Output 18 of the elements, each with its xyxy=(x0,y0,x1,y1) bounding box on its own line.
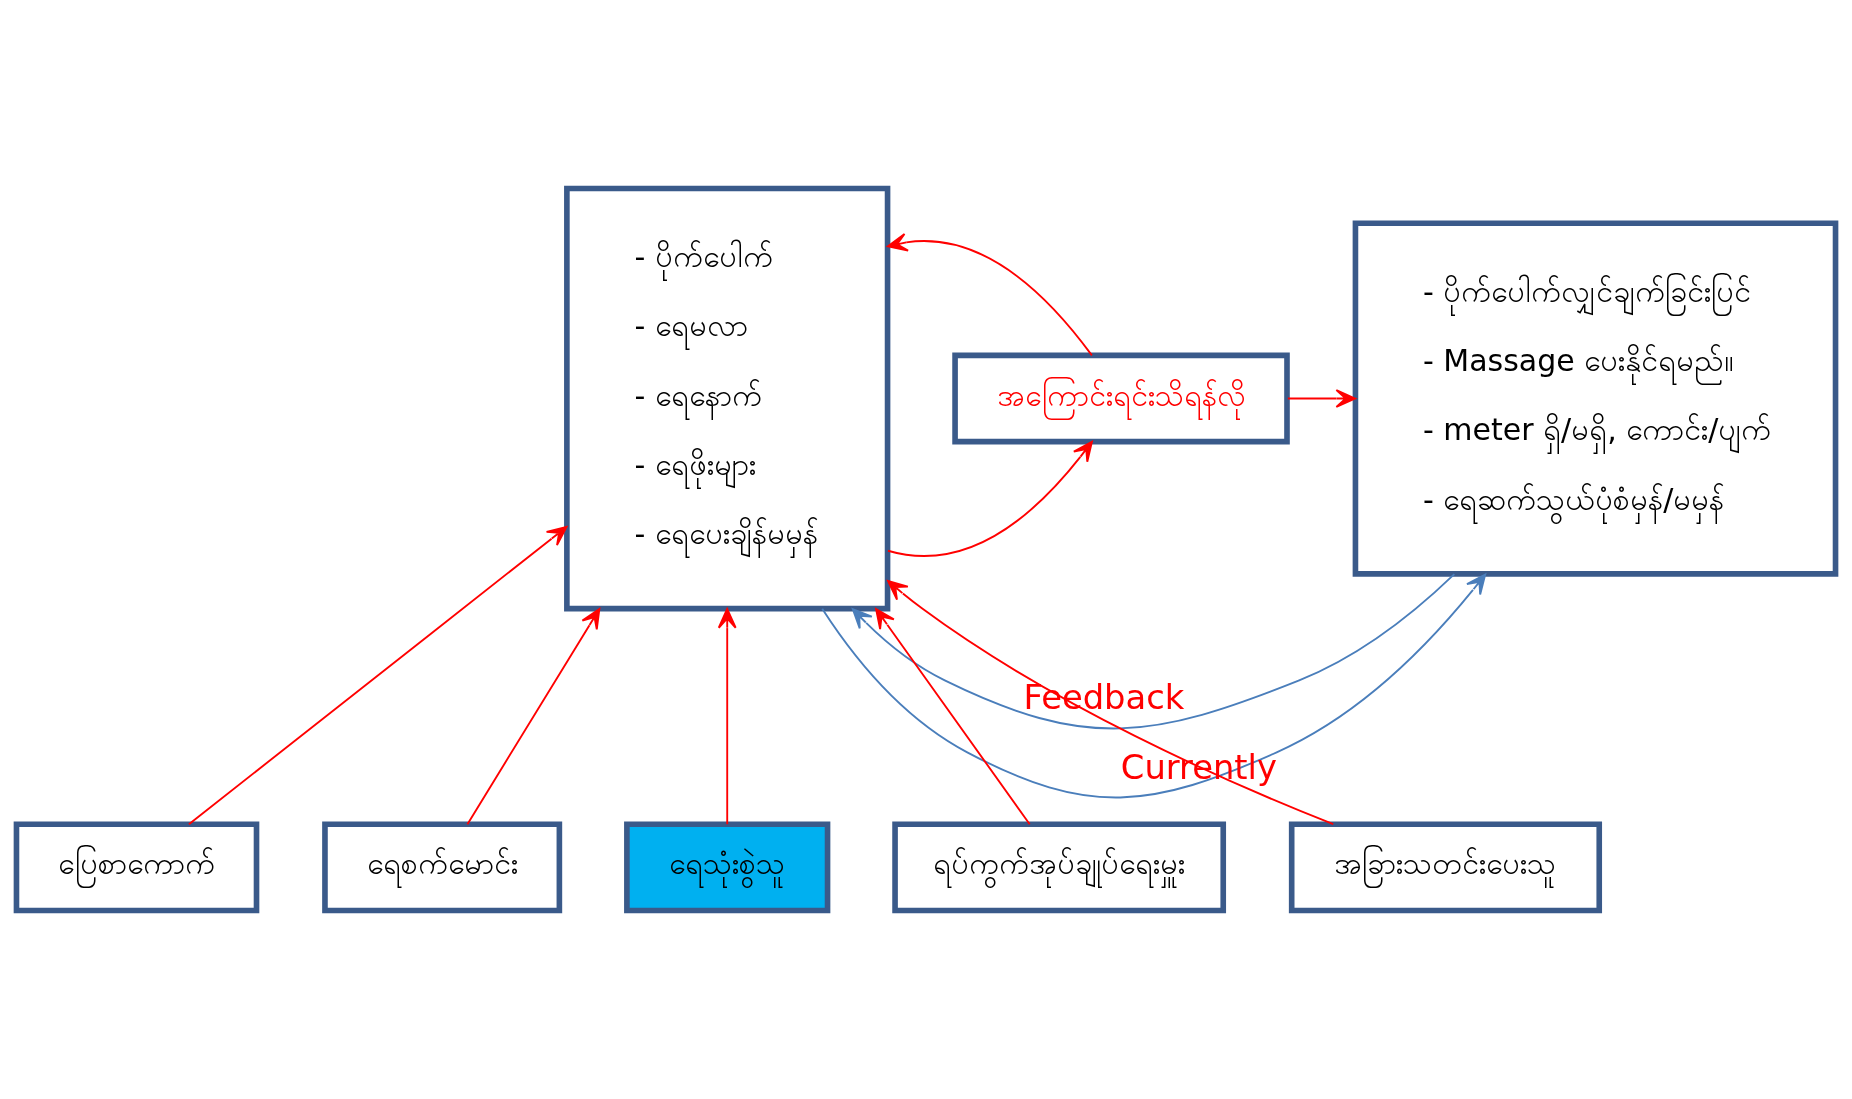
node-box: ရပ်ကွက်အုပ်ချုပ်ရေးမှူး xyxy=(892,821,1227,914)
node-box: ရေသုံးစွဲသူ xyxy=(624,821,831,914)
arrow xyxy=(821,573,1487,799)
arrow xyxy=(187,525,568,826)
arrow xyxy=(466,608,601,826)
arrow xyxy=(717,608,737,826)
node-box: - ပိုက်ပေါက် - ရေမလာ - ရေနောက် - ရေဖိုးများ - ရေပေးချိန်မမှန် xyxy=(564,185,891,612)
node-box: ရေစက်မောင်း xyxy=(322,821,563,914)
node-box: ပြေစာကောက် xyxy=(13,821,260,914)
node-box: အခြားသတင်းပေးသူ xyxy=(1288,821,1603,914)
arrow xyxy=(887,440,1093,557)
node-box: - ပိုက်ပေါက်လျှင်ချက်ခြင်းပြင် - Massage ပေးနိုင်ရမည်။ - meter ရှိ/မရှိ, ကောင်း/ပျက် - ရေဆက်သွယ်ပုံစံမှန်/မမှန် xyxy=(1352,220,1839,577)
arrow xyxy=(887,580,1335,826)
arrow xyxy=(875,608,1031,826)
arrow xyxy=(887,233,1093,357)
arrow xyxy=(851,573,1456,730)
node-box: အကြောင်းရင်းသိရန်လို xyxy=(952,352,1290,445)
arrow xyxy=(1286,389,1357,408)
